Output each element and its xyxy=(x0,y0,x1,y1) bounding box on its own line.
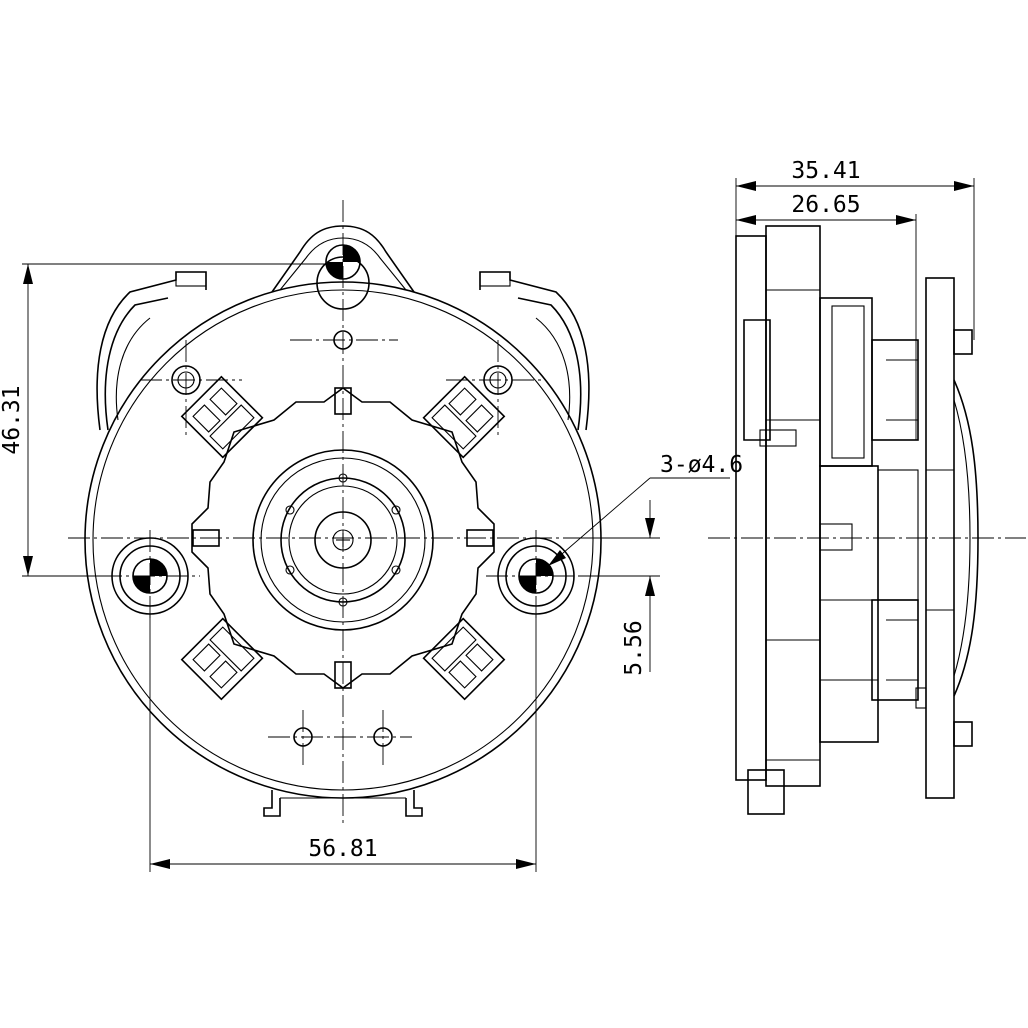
side-connectors xyxy=(871,339,919,701)
dim-35-41: 35.41 xyxy=(735,158,975,340)
dim-label-56-81: 56.81 xyxy=(308,836,377,862)
top-mounting-tab xyxy=(271,225,415,310)
side-mid-body xyxy=(819,297,879,743)
small-bosses xyxy=(171,330,513,747)
dim-label-26-65: 26.65 xyxy=(791,192,860,218)
centerlines xyxy=(68,200,660,825)
housing-inner-outline xyxy=(92,289,594,791)
dim-hole-callout: 3-ø4.6 xyxy=(547,452,743,567)
front-view: 46.31 56.81 5.56 3-ø4.6 xyxy=(0,200,743,872)
dim-label-5-56: 5.56 xyxy=(621,620,647,675)
rotor-assembly xyxy=(252,449,434,631)
stator-body xyxy=(180,375,506,701)
dim-5-56: 5.56 xyxy=(580,500,660,676)
dim-26-65: 26.65 xyxy=(736,192,917,440)
dim-56-81: 56.81 xyxy=(149,614,537,872)
side-view: 35.41 26.65 xyxy=(708,158,1026,815)
side-lobe-left xyxy=(96,271,207,431)
dim-label-46-31: 46.31 xyxy=(0,385,25,454)
bottom-clips xyxy=(263,790,423,817)
mounting-hole-right xyxy=(497,537,575,615)
side-lobe-right xyxy=(479,271,590,431)
side-base-flange xyxy=(735,225,821,815)
dim-label-35-41: 35.41 xyxy=(791,158,860,184)
dim-label-hole-spec: 3-ø4.6 xyxy=(660,452,743,478)
dim-46-31: 46.31 xyxy=(0,263,330,577)
side-front-plate xyxy=(915,277,979,799)
